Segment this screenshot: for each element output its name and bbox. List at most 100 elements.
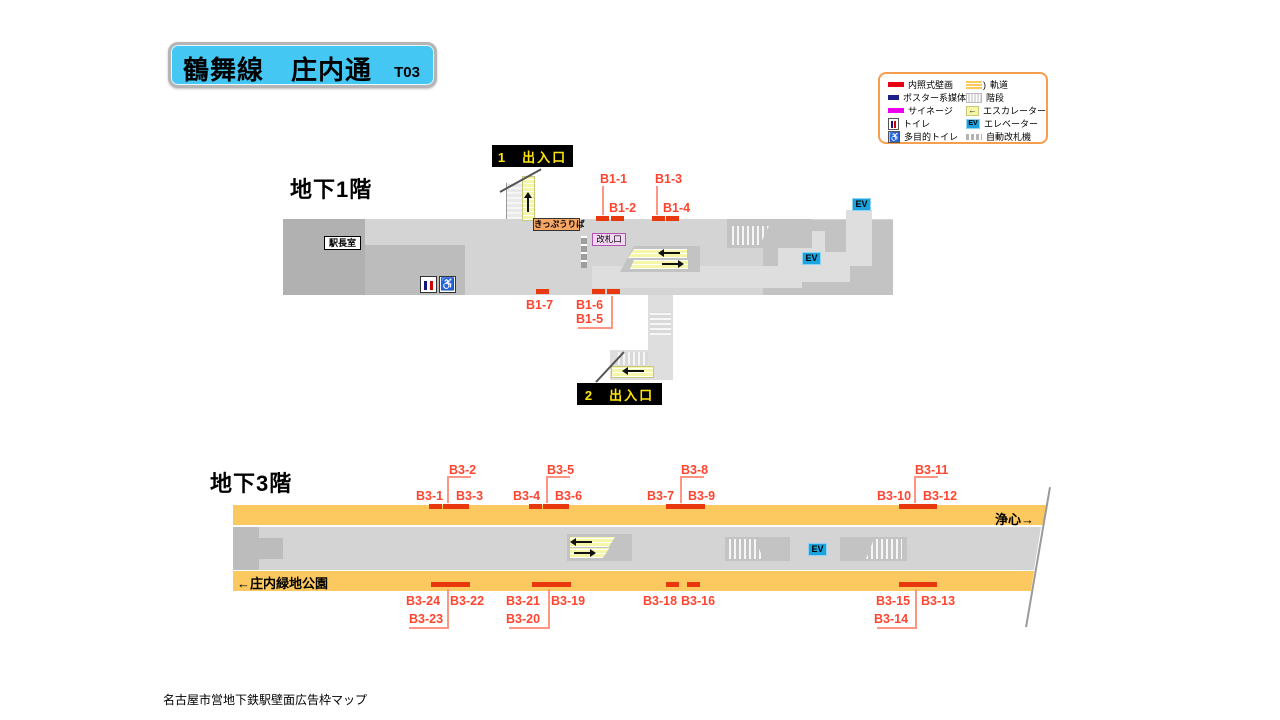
elevator-badge-b1-mid: EV <box>802 252 821 265</box>
ad-slot-label-B3-18: B3-18 <box>643 594 678 608</box>
elevator-badge-b3: EV <box>808 543 827 556</box>
legend-item-ticket-gate: 自動改札機 <box>966 130 1046 143</box>
ad-leader-line-B3-11 <box>914 476 938 478</box>
ad-leader-line-B3-14 <box>877 627 917 629</box>
b3-stairs-west <box>729 539 763 559</box>
accessible-toilet-icon: ♿ <box>439 276 456 293</box>
ad-leader-line-B3-11 <box>914 476 916 503</box>
legend-label: エレベーター <box>984 119 1039 129</box>
ad-leader-line-B1-5 <box>578 327 613 329</box>
ad-slot-label-B3-9: B3-9 <box>688 489 716 503</box>
ad-leader-line-B3-2 <box>447 476 471 478</box>
legend-label: 多目的トイレ <box>904 132 959 142</box>
ad-slot-label-B3-7: B3-7 <box>647 489 675 503</box>
legend-label: サイネージ <box>908 106 953 116</box>
left-arrow-icon <box>622 367 644 375</box>
ad-leader-line-B1-3 <box>656 186 658 215</box>
ad-leader-line-B3-5 <box>546 476 570 478</box>
red-bar-icon <box>888 82 904 87</box>
ad-slot-label-B1-4: B1-4 <box>663 201 691 215</box>
ticket-gate-machines <box>581 236 587 268</box>
b3-platform <box>233 527 1041 570</box>
ticket-gate-icon <box>966 133 982 140</box>
ad-slot-label-B3-24: B3-24 <box>406 594 441 608</box>
ad-slot-label-B3-15: B3-15 <box>876 594 911 608</box>
ad-slot-label-B3-8: B3-8 <box>681 463 709 477</box>
exit-2-upper-stairs <box>650 312 671 335</box>
ad-leader-line-B3-5 <box>546 476 548 503</box>
legend-label: 内照式壁画 <box>908 80 954 90</box>
legend-left-column: 内照式壁画 ポスター系媒体 サイネージ トイレ ♿ 多目的トイレ <box>888 78 966 143</box>
legend-label: エスカレーター <box>982 106 1046 116</box>
legend-item-escalator: ← エスカレーター <box>966 104 1046 117</box>
exit-1-stairs <box>506 183 523 219</box>
ad-leader-line-B1-5 <box>611 296 613 327</box>
ad-leader-line-B3-2 <box>447 476 449 503</box>
stairs-icon <box>966 92 982 103</box>
ad-slot-label-B3-2: B3-2 <box>449 463 477 477</box>
ad-slot-label-B3-4: B3-4 <box>513 489 541 503</box>
ad-leader-line-B3-14 <box>915 589 917 627</box>
ad-slot-label-B1-1: B1-1 <box>600 172 628 186</box>
legend-label: 自動改札機 <box>986 132 1032 142</box>
legend-label: トイレ <box>903 119 931 129</box>
b1-office-area <box>283 219 365 295</box>
b3-track-to-shonai-ryokuchi <box>233 571 1034 591</box>
up-arrow-icon <box>524 192 532 212</box>
ad-slot-label-B3-6: B3-6 <box>555 489 583 503</box>
magenta-bar-icon <box>888 108 904 113</box>
left-arrow-icon <box>570 538 592 546</box>
direction-shonai-ryokuchi-koen: ←庄内緑地公園 <box>237 576 329 591</box>
exit-2-lower-stairs <box>618 352 648 365</box>
ad-slot-label-B1-6: B1-6 <box>576 298 604 312</box>
ad-slot-label-B3-16: B3-16 <box>681 594 716 608</box>
b3-stairs-east <box>866 539 902 559</box>
legend-item-accessible-toilet: ♿ 多目的トイレ <box>888 130 966 143</box>
b1-ev-corridor <box>846 210 872 266</box>
ad-leader-line-B3-8 <box>680 476 704 478</box>
legend-item-elevator: EV エレベーター <box>966 117 1046 130</box>
ad-slot-label-B3-3: B3-3 <box>456 489 484 503</box>
station-office-sign: 駅長室 <box>324 236 361 250</box>
b1-escalator-down <box>630 260 688 269</box>
ad-leader-line-B3-8 <box>680 476 682 503</box>
escalator-icon: ← <box>966 105 979 116</box>
ad-slot-label-B3-12: B3-12 <box>923 489 958 503</box>
ad-slot-label-B3-20: B3-20 <box>506 612 541 626</box>
elevator-icon: EV <box>966 118 980 129</box>
ad-slot-label-B1-7: B1-7 <box>526 298 554 312</box>
ad-slot-label-B3-11: B3-11 <box>915 463 949 477</box>
b1-floor-label: 地下1階 <box>290 177 373 202</box>
ad-slot-label-B3-10: B3-10 <box>877 489 912 503</box>
ad-leader-line-B3-20 <box>509 627 550 629</box>
b3-floor-label: 地下3階 <box>210 471 293 496</box>
ad-slot-label-B3-5: B3-5 <box>547 463 575 477</box>
ad-slot-label-B1-3: B1-3 <box>655 172 683 186</box>
left-arrow-icon <box>658 249 680 257</box>
ad-leader-line-B3-23 <box>447 589 449 627</box>
b3-platform-end-room-ext <box>259 538 283 559</box>
ad-slot-label-B3-21: B3-21 <box>506 594 541 608</box>
ad-slot-label-B1-2: B1-2 <box>609 201 637 215</box>
ad-slot-label-B1-5: B1-5 <box>576 312 604 326</box>
ad-slot-label-B3-19: B3-19 <box>551 594 586 608</box>
fare-gate-sign: 改札口 <box>592 233 626 246</box>
legend-right-column: ) 軌道 階段 ← エスカレーター EV エレベーター 自動改札機 <box>966 78 1046 143</box>
legend-item-signage: サイネージ <box>888 104 966 117</box>
b3-escalator-up <box>570 537 615 547</box>
track-paren: ) <box>983 79 986 90</box>
legend-item-track: ) 軌道 <box>966 78 1046 91</box>
station-code: T03 <box>394 64 420 81</box>
b1-escalator-up <box>628 249 687 258</box>
exit-2-sign: 2 出入口 <box>577 383 662 405</box>
ad-slot-label-B3-23: B3-23 <box>409 612 444 626</box>
ad-slot-label-B3-14: B3-14 <box>874 612 909 626</box>
ad-leader-line-B3-20 <box>548 589 550 627</box>
ad-leader-line-B3-23 <box>409 627 449 629</box>
legend-label: 軌道 <box>990 80 1009 90</box>
station-title: 鶴舞線 庄内通 <box>183 55 373 85</box>
legend-box: 内照式壁画 ポスター系媒体 サイネージ トイレ ♿ 多目的トイレ ) <box>878 72 1048 144</box>
b3-track-to-joshin <box>233 505 1046 525</box>
ticket-office-sign: きっぷうりば <box>533 218 585 231</box>
legend-item-poster: ポスター系媒体 <box>888 91 966 104</box>
